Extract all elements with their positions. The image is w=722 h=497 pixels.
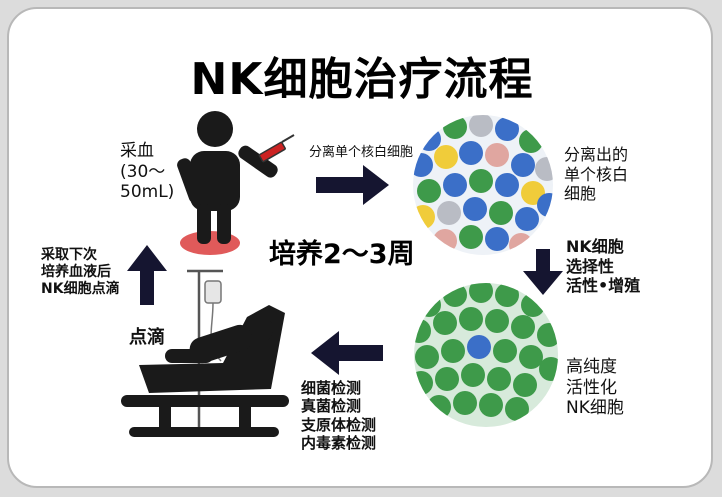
arrow-icon bbox=[127, 245, 167, 305]
high-purity-label: 高纯度 活性化 NK细胞 bbox=[566, 357, 624, 419]
mononuclear-cells-icon bbox=[413, 115, 553, 255]
flow-diagram-card: NK细胞治疗流程 bbox=[7, 7, 713, 488]
diagram-artwork bbox=[121, 111, 563, 437]
arrow-icon bbox=[316, 165, 389, 205]
nk-cells-icon bbox=[414, 283, 558, 427]
iv-infusion-patient-icon bbox=[121, 269, 289, 437]
syringe-icon bbox=[258, 134, 295, 163]
blood-draw-label: 采血 (30～ 50mL) bbox=[120, 141, 175, 203]
diagram-title: NK细胞治疗流程 bbox=[190, 54, 534, 105]
infusion-label: 点滴 bbox=[129, 327, 165, 348]
blood-draw-person-icon bbox=[177, 111, 295, 255]
separated-cells-label: 分离出的 单个核白 细胞 bbox=[564, 145, 629, 204]
arrow-icon bbox=[311, 331, 383, 375]
tests-label: 细菌检测 真菌检测 支原体检测 内毒素检测 bbox=[301, 379, 377, 452]
select-activate-label: NK细胞 选择性 活性•增殖 bbox=[566, 237, 641, 296]
next-draw-label: 采取下次 培养血液后 NK细胞点滴 bbox=[41, 247, 120, 298]
separate-arrow-label: 分离单个核白细胞 bbox=[309, 145, 414, 160]
culture-period-label: 培养2～3周 bbox=[269, 239, 415, 270]
arrow-icon bbox=[523, 249, 563, 295]
